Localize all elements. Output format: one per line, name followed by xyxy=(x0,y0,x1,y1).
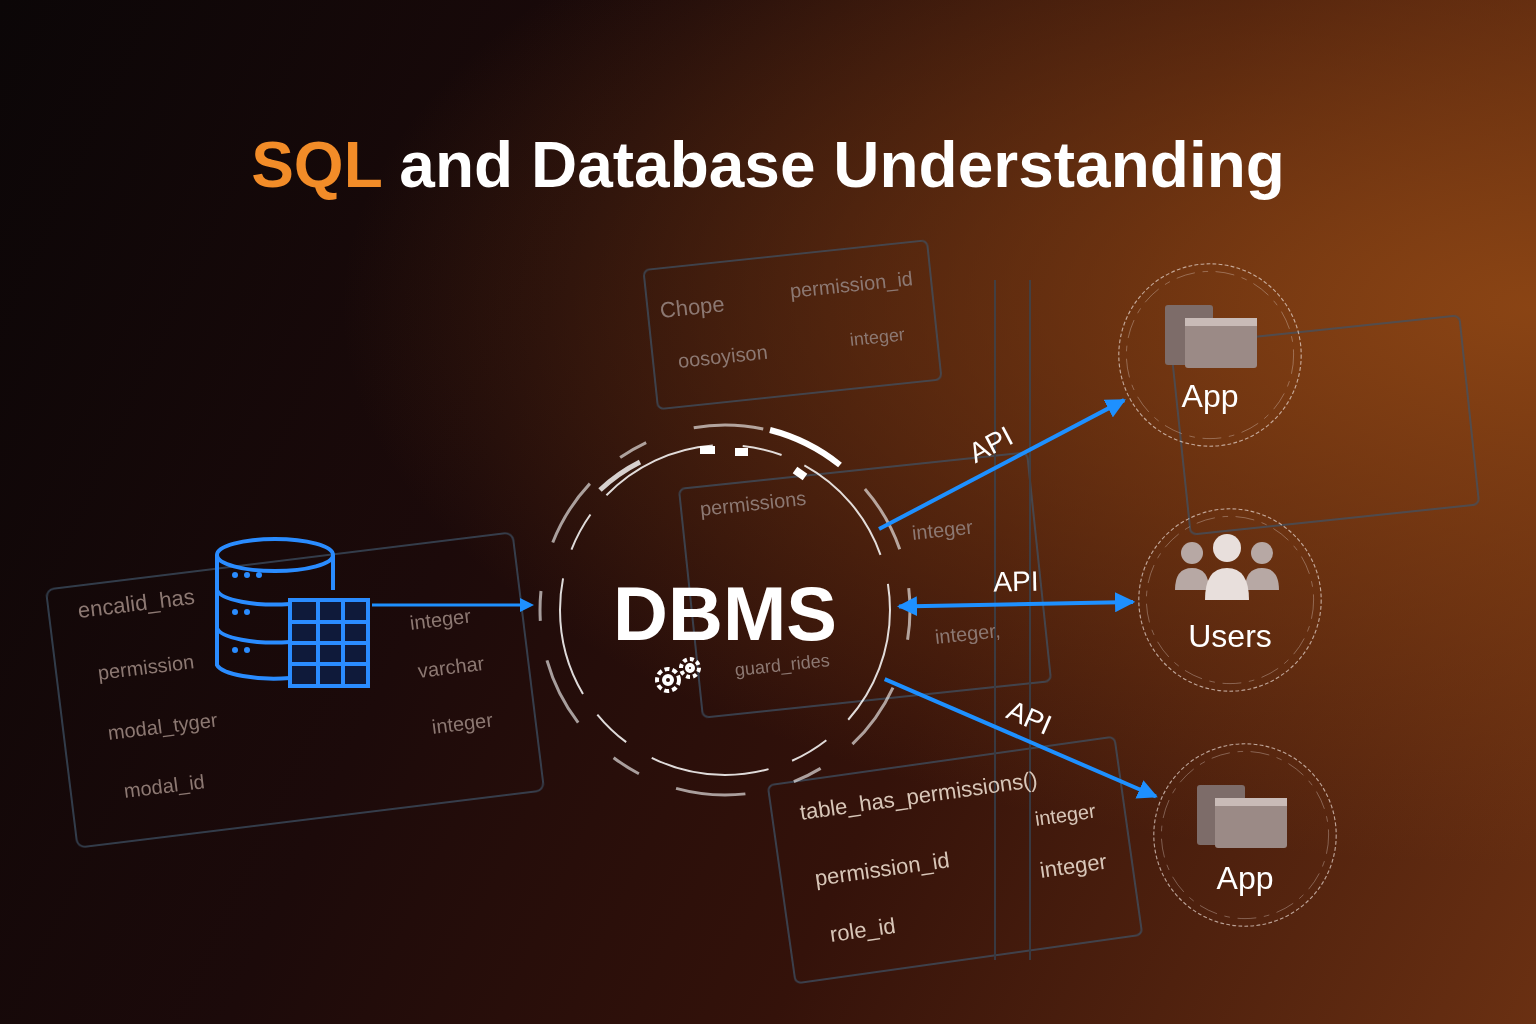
table-field: permissions xyxy=(699,487,808,521)
table-field: integer xyxy=(1033,800,1097,831)
data-arrow xyxy=(372,604,520,607)
table-field: permission xyxy=(97,650,196,685)
api-connector xyxy=(879,400,1124,529)
table-field: integer xyxy=(431,709,495,739)
table-field: integer xyxy=(409,605,473,635)
table-field: integer xyxy=(911,516,974,545)
table-field: permission_id xyxy=(813,847,951,892)
users-icon xyxy=(1175,534,1279,600)
node-label: App xyxy=(1150,860,1340,897)
table-field: Chope xyxy=(659,291,726,324)
table-field: integer xyxy=(849,324,906,351)
table-field: modal_id xyxy=(123,770,206,803)
edge-label: API xyxy=(964,420,1019,469)
dashed-ring xyxy=(1150,740,1340,930)
gear-icon xyxy=(657,659,699,691)
table-field: oosoyison xyxy=(677,341,769,373)
title: SQL and Database Understanding xyxy=(251,128,1285,202)
database-icon xyxy=(217,539,368,686)
arrowhead xyxy=(520,598,534,612)
table-card xyxy=(643,240,941,409)
table-card xyxy=(768,737,1142,984)
dbms-rings xyxy=(540,425,910,795)
title-bar: SQL and Database Understanding xyxy=(0,128,1536,202)
table-field: role_id xyxy=(828,913,897,948)
edge-label: API xyxy=(993,566,1039,599)
node-label: Users xyxy=(1135,618,1325,655)
table-card xyxy=(1171,315,1479,534)
grid-line xyxy=(995,280,1030,960)
table-field: varchar xyxy=(417,652,486,683)
table-card xyxy=(46,532,544,847)
endpoint-circle: App xyxy=(1115,260,1305,450)
app-icon xyxy=(1165,305,1257,368)
node-label: DBMS xyxy=(555,570,895,657)
endpoint-circle: App xyxy=(1150,740,1340,930)
api-connector xyxy=(899,602,1133,607)
dashed-ring xyxy=(1115,260,1305,450)
app-icon xyxy=(1197,785,1287,848)
dashed-ring xyxy=(1135,505,1325,695)
table-field: modal_tyger xyxy=(107,709,219,745)
table-field: integer, xyxy=(934,619,1002,649)
node-label: App xyxy=(1115,378,1305,415)
table-field: encalid_has xyxy=(76,584,196,624)
endpoint-circle: Users xyxy=(1135,505,1325,695)
dbms-circle: DBMS xyxy=(555,440,895,780)
table-field: integer xyxy=(1038,849,1108,884)
table-field: permission_id xyxy=(789,267,914,303)
